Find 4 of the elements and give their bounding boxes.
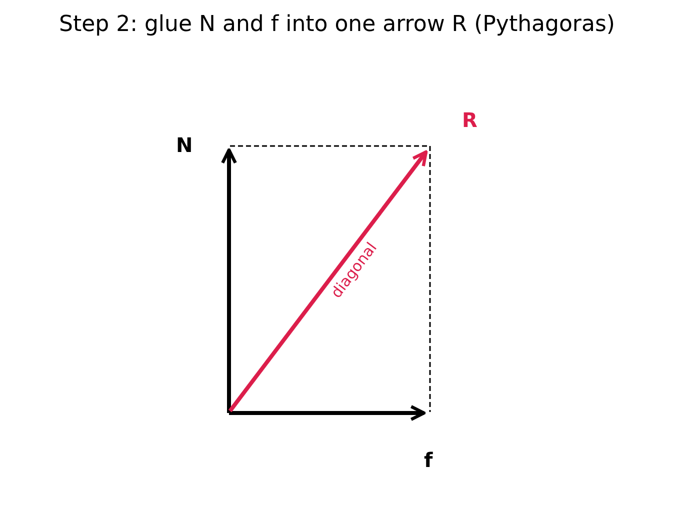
- title: Step 2: glue N and f into one arrow R (Pythagoras): [58, 14, 616, 36]
- vector-label: f: [424, 450, 433, 470]
- vector-label: N: [176, 135, 193, 155]
- vector-label: R: [462, 110, 478, 130]
